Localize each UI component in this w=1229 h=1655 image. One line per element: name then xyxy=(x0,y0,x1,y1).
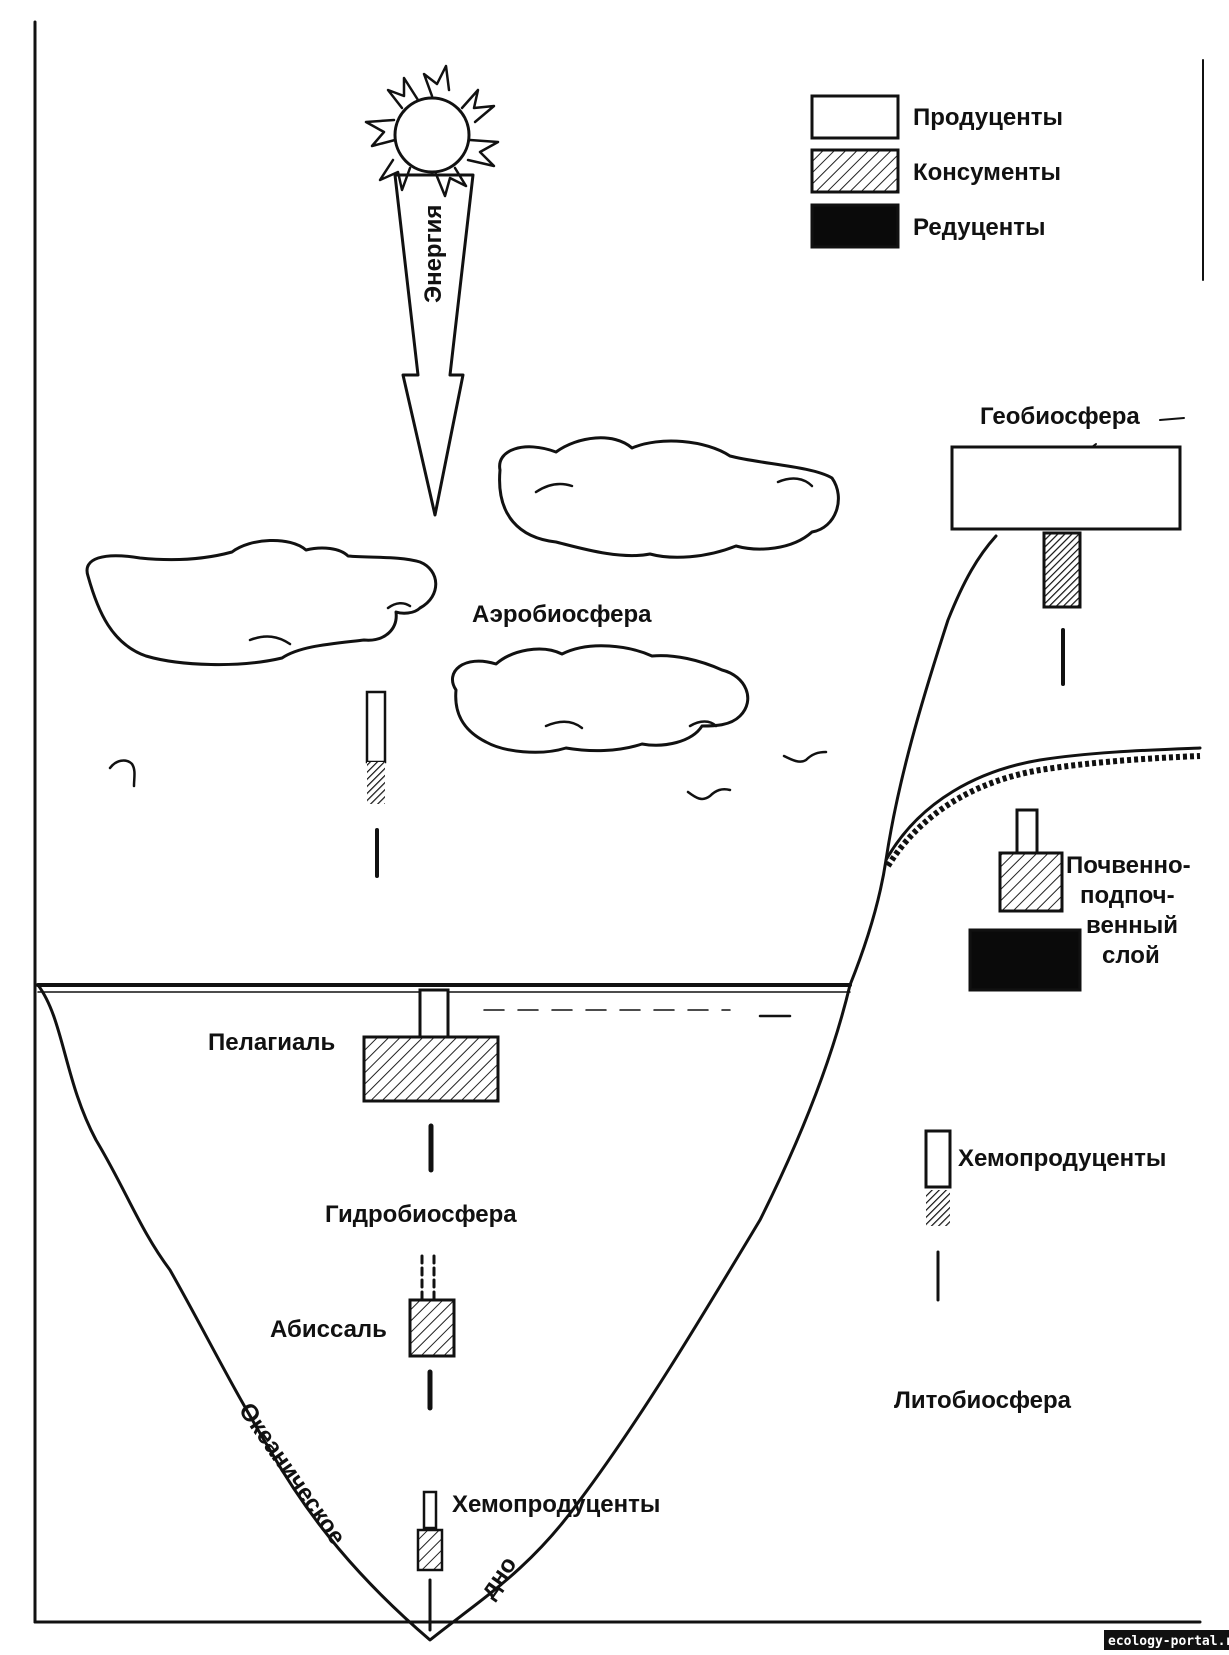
terrain-outline xyxy=(36,534,1202,1642)
bird-icon xyxy=(782,750,828,763)
abyssal-consumers-bar xyxy=(408,1298,456,1358)
energy-label: Энергия xyxy=(420,205,447,303)
watermark: ecology-portal.ru xyxy=(1104,1630,1229,1650)
geo-consumers-bar xyxy=(1042,531,1082,609)
bottom-producers-bar xyxy=(422,1490,438,1530)
soil-reducers-bar xyxy=(968,928,1082,992)
soil-label-line1: Почвенно- xyxy=(1066,852,1191,879)
ocean-floor-label-2: дно xyxy=(475,1552,523,1604)
pelagial-consumers-bar xyxy=(362,1035,500,1103)
legend-swatch-producers xyxy=(810,94,900,140)
aerobiosphere-column xyxy=(365,690,387,878)
pelagial-label: Пелагиаль xyxy=(208,1029,335,1056)
cloud-icon xyxy=(498,436,840,559)
litho-column xyxy=(924,1129,952,1302)
aero-producers-bar xyxy=(365,690,387,764)
legend-swatch-reducers xyxy=(810,203,900,249)
cloud-icon xyxy=(451,644,750,754)
energy-arrow-icon: Энергия xyxy=(393,173,475,517)
watermark-text: ecology-portal.ru xyxy=(1108,1634,1229,1649)
legend-label-consumers: Консументы xyxy=(913,159,1061,186)
legend-label-producers: Продуценты xyxy=(913,104,1063,131)
bird-icon xyxy=(686,788,732,801)
soil-label-line4: слой xyxy=(1102,942,1160,969)
soil-consumers-bar xyxy=(998,851,1064,913)
bird-icon xyxy=(108,759,136,788)
ocean-floor-label-1: Океаническое xyxy=(233,1398,351,1550)
abyssal-column xyxy=(408,1254,456,1411)
soil-label-line3: венный xyxy=(1086,912,1178,939)
litho-producers-bar xyxy=(924,1129,952,1189)
chemoproducers-right-label: Хемопродуценты xyxy=(958,1145,1166,1172)
litho-consumers-bar xyxy=(926,1190,950,1226)
geo-producers-bar xyxy=(950,445,1182,531)
pelagial-producers-bar xyxy=(418,988,450,1040)
sun-icon xyxy=(364,64,500,198)
bottom-consumers-bar xyxy=(416,1528,444,1572)
geobiosphere-label: Геобиосфера xyxy=(980,403,1140,430)
legend-swatch-consumers xyxy=(810,148,900,194)
lithobiosphere-label: Литобиосфера xyxy=(894,1387,1072,1414)
soil-label-line2: подпоч- xyxy=(1080,882,1175,909)
soil-column xyxy=(968,808,1082,992)
aero-consumers-bar xyxy=(367,762,385,804)
chemoproducers-bottom-label: Хемопродуценты xyxy=(452,1491,660,1518)
aerobiosphere-label: Аэробиосфера xyxy=(472,601,652,628)
pelagial-column xyxy=(362,988,500,1173)
cloud-icon xyxy=(85,539,438,667)
bottom-column xyxy=(416,1490,444,1632)
frame xyxy=(33,20,1204,1624)
legend: Продуценты Консументы Редуценты xyxy=(810,94,1063,249)
soil-producers-bar xyxy=(1015,808,1039,858)
hydrobiosphere-label: Гидробиосфера xyxy=(325,1201,517,1228)
geobiosphere-column xyxy=(950,445,1182,686)
soil-layer-label: Почвенно- подпоч- венный слой xyxy=(1066,852,1191,969)
abyssal-label: Абиссаль xyxy=(270,1316,387,1343)
legend-label-reducers: Редуценты xyxy=(913,214,1045,241)
